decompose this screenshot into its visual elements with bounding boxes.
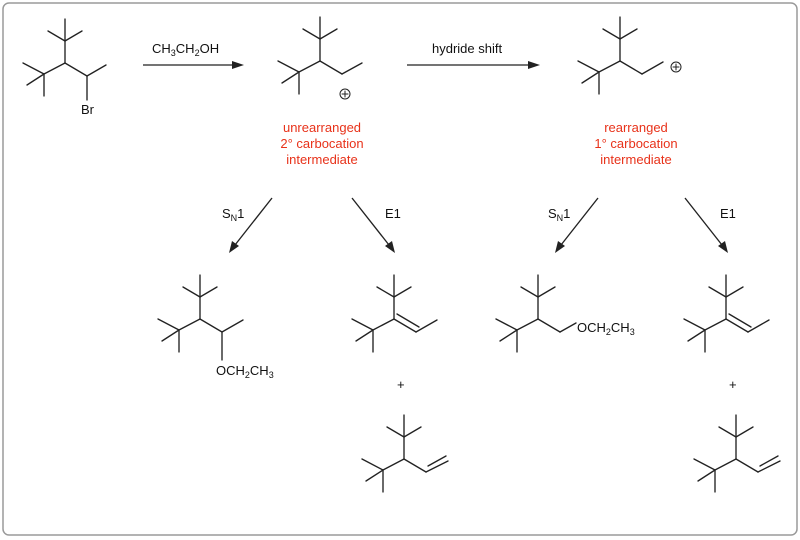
svg-text:intermediate: intermediate xyxy=(286,152,358,167)
ether-product-unrearranged: OCH2CH3 xyxy=(157,274,274,380)
terminal-alkene-product-right xyxy=(693,414,781,493)
internal-alkene-product-right xyxy=(683,274,770,353)
sn1-arrow-left: SN1 xyxy=(222,197,273,253)
terminal-alkene-product-left xyxy=(361,414,449,493)
svg-text:2° carbocation: 2° carbocation xyxy=(280,136,363,151)
internal-alkene-product-left xyxy=(351,274,438,353)
plus-sign: + xyxy=(397,377,405,392)
e1-arrow-left: E1 xyxy=(351,197,401,253)
secondary-carbocation xyxy=(277,16,363,100)
ethoxy-label: OCH2CH3 xyxy=(216,363,274,380)
starting-alkyl-bromide: Br xyxy=(22,18,107,117)
sn1-label: SN1 xyxy=(222,206,244,223)
sn1-arrow-right: SN1 xyxy=(548,197,599,253)
ethoxy-label: OCH2CH3 xyxy=(577,320,635,337)
positive-charge-icon xyxy=(670,61,682,73)
reagent-label: CH3CH2OH xyxy=(152,41,219,58)
positive-charge-icon xyxy=(339,88,351,100)
svg-text:1° carbocation: 1° carbocation xyxy=(594,136,677,151)
primary-carbocation xyxy=(577,16,682,95)
svg-text:rearranged: rearranged xyxy=(604,120,668,135)
ether-product-rearranged: OCH2CH3 xyxy=(495,274,635,353)
sn1-label: SN1 xyxy=(548,206,570,223)
svg-text:unrearranged: unrearranged xyxy=(283,120,361,135)
e1-label: E1 xyxy=(720,206,736,221)
svg-text:intermediate: intermediate xyxy=(600,152,672,167)
e1-label: E1 xyxy=(385,206,401,221)
e1-arrow-right: E1 xyxy=(684,197,736,253)
solvolysis-arrow: CH3CH2OH xyxy=(143,41,244,69)
hydride-shift-arrow: hydride shift xyxy=(407,41,540,69)
rearranged-label: rearranged 1° carbocation intermediate xyxy=(594,120,677,167)
plus-sign: + xyxy=(729,377,737,392)
bromine-label: Br xyxy=(81,102,95,117)
unrearranged-label: unrearranged 2° carbocation intermediate xyxy=(280,120,363,167)
hydride-shift-label: hydride shift xyxy=(432,41,502,56)
